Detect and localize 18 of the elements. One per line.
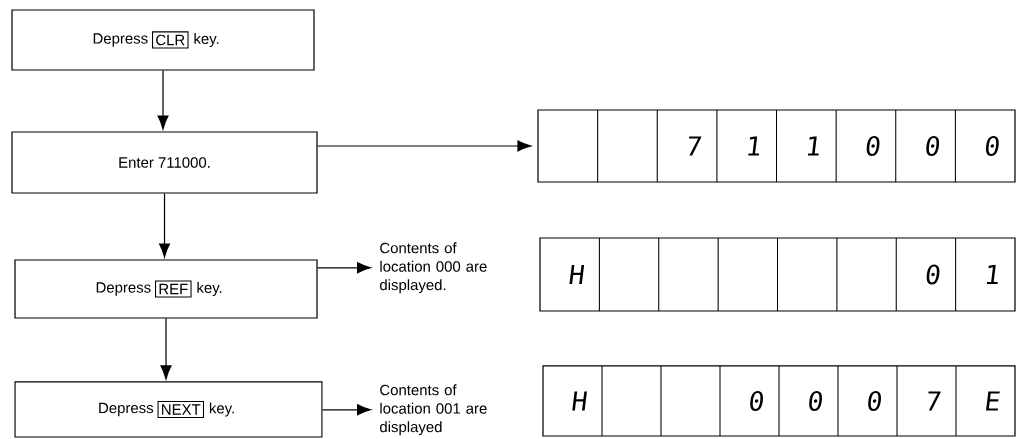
arrow bbox=[322, 404, 372, 416]
note-text: Contents of location 000 are displayed. bbox=[380, 242, 487, 294]
arrow bbox=[160, 318, 172, 380]
arrow bbox=[158, 193, 171, 258]
arrow bbox=[157, 70, 169, 130]
key-box: REF bbox=[155, 280, 192, 298]
step-text: key. bbox=[209, 402, 234, 417]
step-text: key. bbox=[194, 33, 219, 47]
key-box: CLR bbox=[152, 31, 189, 49]
process-box: Enter 711000. bbox=[11, 131, 318, 194]
digit-display: H 0 0 0 7 E bbox=[542, 365, 1016, 437]
arrow bbox=[317, 140, 532, 152]
step-text: key. bbox=[197, 282, 222, 296]
digit-display: 7 1 1 0 0 0 bbox=[537, 109, 1016, 183]
arrow bbox=[317, 262, 372, 274]
digit-display: H 0 1 bbox=[539, 237, 1016, 312]
key-box: NEXT bbox=[157, 401, 204, 418]
note-text: Contents of location 001 are displayed bbox=[380, 384, 487, 436]
